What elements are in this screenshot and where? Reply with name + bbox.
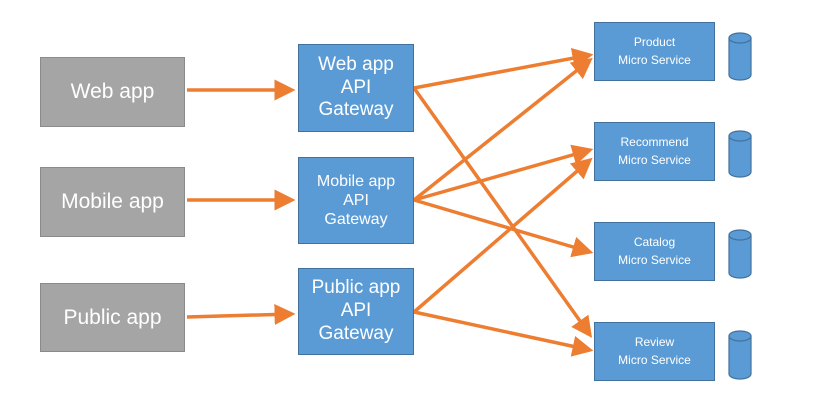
review-service-name: Review	[634, 335, 675, 350]
review-micro-service-box: Review Micro Service	[594, 322, 715, 381]
product-service-type: Micro Service	[618, 52, 691, 67]
web-gateway-line-3: Gateway	[318, 99, 394, 121]
mobile-gateway-line-3: Gateway	[324, 211, 388, 229]
web-gateway-line-1: Web app	[318, 53, 394, 75]
mobile-app-client-box: Mobile app	[40, 167, 185, 237]
mobile-gateway-line-1: Mobile app	[316, 172, 396, 190]
catalog-service-name: Catalog	[633, 235, 676, 250]
public-gateway-line-3: Gateway	[318, 322, 394, 344]
web-app-api-gateway-box: Web app API Gateway	[298, 44, 414, 132]
product-micro-service-box: Product Micro Service	[594, 22, 715, 81]
web-app-client-box: Web app	[40, 57, 185, 127]
catalog-service-type: Micro Service	[618, 252, 691, 267]
arrow-public-gateway-to-review	[413, 310, 594, 357]
arrow-web-gateway-to-review	[412, 86, 593, 338]
database-icon-recommend	[728, 130, 752, 178]
public-gateway-line-2: API	[340, 300, 372, 322]
mobile-gateway-line-2: API	[343, 191, 369, 209]
arrow-public-gateway-to-recommend	[412, 157, 593, 314]
catalog-micro-service-box: Catalog Micro Service	[594, 222, 715, 281]
arrow-mobile-gateway-to-product	[412, 57, 593, 202]
database-icon-product	[728, 32, 752, 81]
arrow-web-gateway-to-product	[413, 47, 594, 90]
arrow-mobile-gateway-to-recommend	[413, 144, 594, 202]
web-app-client-label: Web app	[70, 80, 155, 103]
mobile-app-client-label: Mobile app	[61, 190, 164, 213]
review-service-type: Micro Service	[618, 352, 691, 367]
arrow-mobile-gateway-to-catalog	[413, 198, 594, 258]
mobile-app-api-gateway-box: Mobile app API Gateway	[298, 157, 414, 244]
arrow-public-client-to-gateway	[186, 304, 296, 325]
public-app-api-gateway-box: Public app API Gateway	[298, 268, 414, 355]
database-icon-review	[728, 330, 752, 380]
recommend-service-type: Micro Service	[618, 152, 691, 167]
recommend-service-name: Recommend	[620, 135, 689, 150]
public-app-client-label: Public app	[63, 305, 162, 329]
web-gateway-line-2: API	[340, 76, 372, 98]
database-icon-catalog	[728, 229, 752, 279]
public-app-client-box: Public app	[40, 283, 185, 352]
public-gateway-line-1: Public app	[311, 277, 401, 299]
product-service-name: Product	[633, 35, 676, 50]
recommend-micro-service-box: Recommend Micro Service	[594, 122, 715, 181]
